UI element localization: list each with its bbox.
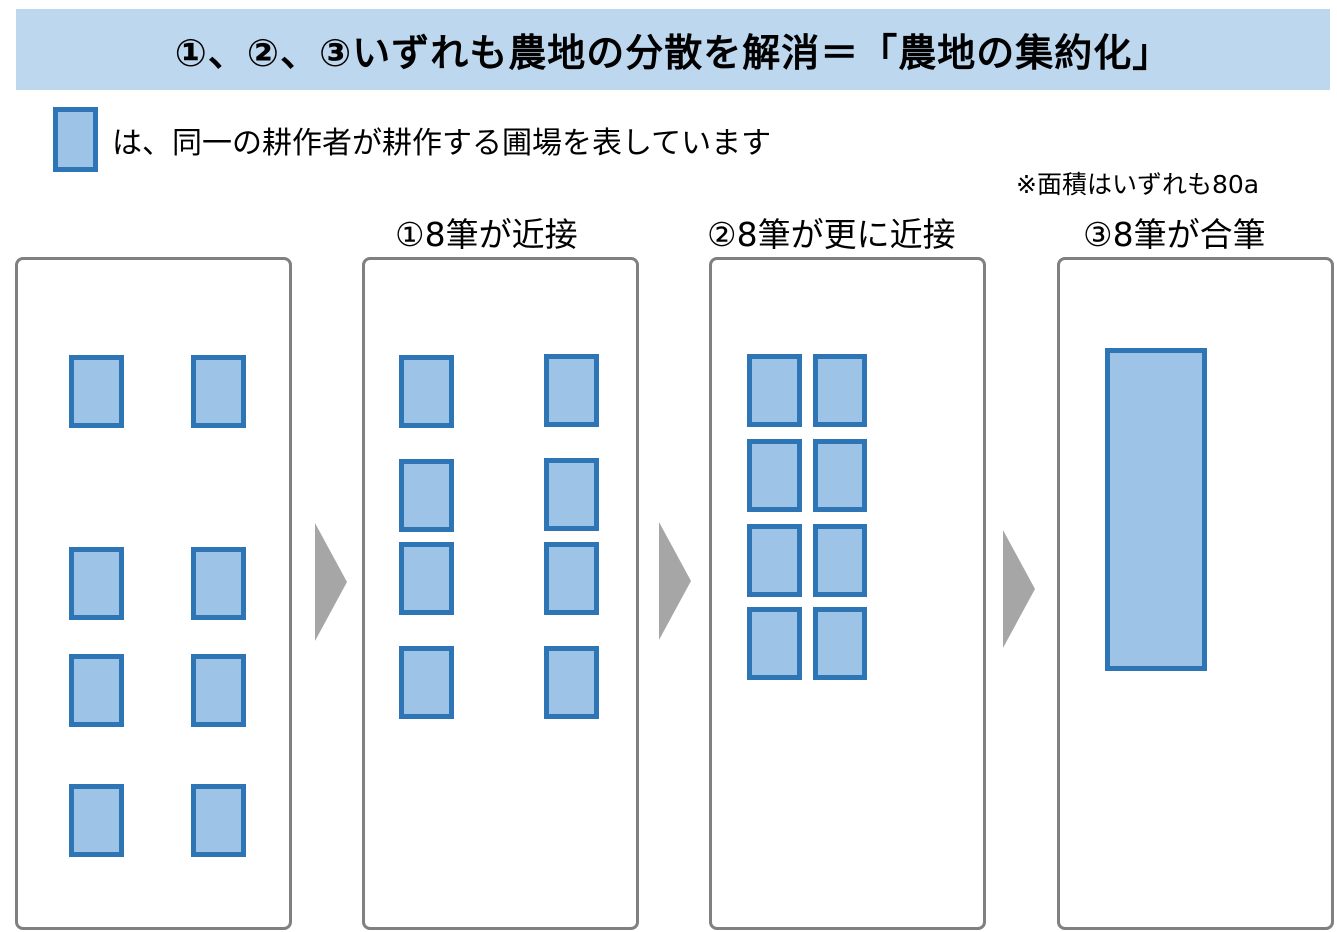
panel-stage2 xyxy=(709,257,986,930)
farm-plot xyxy=(544,646,599,719)
farm-plot xyxy=(191,547,246,620)
panel-stage3 xyxy=(1057,257,1334,930)
farm-plot xyxy=(747,607,802,680)
page-title: ①、②、③いずれも農地の分散を解消＝「農地の集約化」 xyxy=(174,31,1172,75)
farm-plot xyxy=(813,354,867,427)
panel-stage1 xyxy=(362,257,639,930)
farm-plot-legend-icon xyxy=(53,107,98,172)
legend-text: は、同一の耕作者が耕作する圃場を表しています xyxy=(112,126,772,161)
stage3-label: ③8筆が合筆 xyxy=(1083,215,1266,254)
farm-plot xyxy=(544,354,599,427)
farm-plot xyxy=(747,354,802,427)
farm-plot xyxy=(544,542,599,615)
farm-plot xyxy=(399,542,454,615)
merged-farm-plot xyxy=(1105,348,1207,671)
farm-plot xyxy=(399,459,454,532)
farm-plot xyxy=(69,547,124,620)
farm-plot xyxy=(399,355,454,428)
farm-plot xyxy=(813,524,867,597)
area-note: ※面積はいずれも80a xyxy=(1016,170,1260,199)
farm-plot xyxy=(191,654,246,727)
arrow-right-icon xyxy=(1003,530,1035,648)
farm-plot xyxy=(69,355,124,428)
farm-plot xyxy=(544,458,599,531)
farm-plot xyxy=(747,439,802,512)
arrow-right-icon xyxy=(315,523,347,641)
farm-plot xyxy=(69,784,124,857)
stage2-label: ②8筆が更に近接 xyxy=(707,215,956,254)
arrow-right-icon xyxy=(659,522,691,640)
title-banner: ①、②、③いずれも農地の分散を解消＝「農地の集約化」 xyxy=(16,9,1330,90)
farm-plot xyxy=(747,524,802,597)
farm-plot xyxy=(813,439,867,512)
farm-plot xyxy=(191,784,246,857)
farm-plot xyxy=(399,646,454,719)
panel-initial xyxy=(15,257,292,930)
farm-plot xyxy=(813,607,867,680)
farm-plot xyxy=(191,355,246,428)
farm-plot xyxy=(69,654,124,727)
stage1-label: ①8筆が近接 xyxy=(395,215,578,254)
